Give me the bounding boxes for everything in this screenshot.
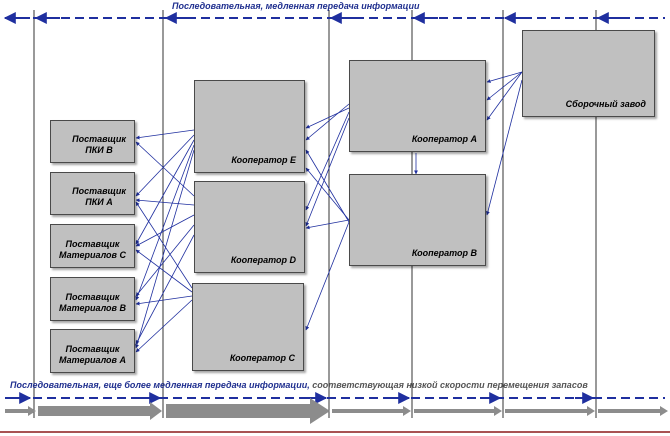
connection-arrow (305, 103, 350, 141)
cooperator-b-box: Кооператор В (349, 174, 486, 266)
box-label: Поставщик ПКИ В (72, 134, 126, 155)
box-label: Поставщик Материалов В (58, 292, 126, 313)
box-label: Кооператор Е (231, 155, 296, 165)
connection-arrow (305, 117, 350, 227)
box-label: Поставщик Материалов С (58, 239, 126, 260)
box-label: Кооператор D (230, 255, 296, 265)
connection-arrow (305, 219, 350, 230)
box-label: Поставщик ПКИ А (72, 186, 126, 207)
material-flow-arrow (505, 406, 595, 416)
material-flow-arrow (5, 406, 36, 416)
connection-arrows (135, 71, 523, 353)
material-flow-arrow (166, 398, 330, 424)
connection-arrow (485, 79, 523, 216)
cooperator-a-box: Кооператор А (349, 60, 486, 152)
connection-arrow (135, 234, 195, 345)
top-flow-caption: Последовательная, медленная передача инф… (172, 1, 420, 11)
connection-arrow (135, 224, 195, 297)
connection-arrow (135, 134, 195, 197)
assembly-plant-box: Сборочный завод (522, 30, 655, 117)
connection-arrow (135, 129, 195, 140)
material-flow-arrow (598, 406, 668, 416)
box-label: Кооператор А (411, 134, 477, 144)
connection-arrow (486, 71, 523, 83)
supplier-materials-a-box: Поставщик Материалов А (50, 329, 135, 373)
box-label: Кооператор С (229, 353, 295, 363)
connection-arrow (305, 149, 350, 223)
material-flow-arrow (414, 406, 502, 416)
connection-arrow (486, 71, 523, 101)
connection-arrow (135, 144, 195, 301)
connection-arrow (135, 299, 193, 353)
supplier-pki-b-box: Поставщик ПКИ В (50, 120, 135, 163)
connection-arrow (486, 71, 523, 121)
cooperator-d-box: Кооператор D (194, 181, 305, 273)
material-flow-arrow (332, 406, 411, 416)
connection-arrow (135, 139, 195, 245)
connection-arrow (135, 149, 195, 349)
bottom-caption-part2: соответствующая низкой скорости перемеще… (309, 380, 588, 390)
connection-arrow (135, 198, 195, 206)
connection-arrow (135, 214, 195, 247)
connection-arrow (305, 111, 350, 211)
supplier-materials-b-box: Поставщик Материалов В (50, 277, 135, 321)
box-label: Кооператор В (411, 248, 477, 258)
connection-arrow (135, 295, 193, 306)
bottom-flow-caption: Последовательная, еще более медленная пе… (10, 380, 588, 390)
cooperator-c-box: Кооператор С (192, 283, 304, 371)
connection-arrow (305, 221, 350, 331)
bottom-caption-part1: Последовательная, еще более медленная пе… (10, 380, 310, 390)
material-flow (5, 398, 668, 424)
connection-arrow (305, 107, 350, 129)
cooperator-e-box: Кооператор Е (194, 80, 305, 173)
connection-arrow (305, 167, 350, 221)
supplier-pki-a-box: Поставщик ПКИ А (50, 172, 135, 215)
box-label: Сборочный завод (565, 99, 646, 109)
material-flow-arrow (38, 402, 162, 420)
connection-arrow (135, 141, 195, 197)
box-label: Поставщик Материалов А (58, 344, 126, 365)
connection-arrow (135, 249, 193, 293)
supplier-materials-c-box: Поставщик Материалов С (50, 224, 135, 268)
connection-arrow (135, 201, 193, 289)
